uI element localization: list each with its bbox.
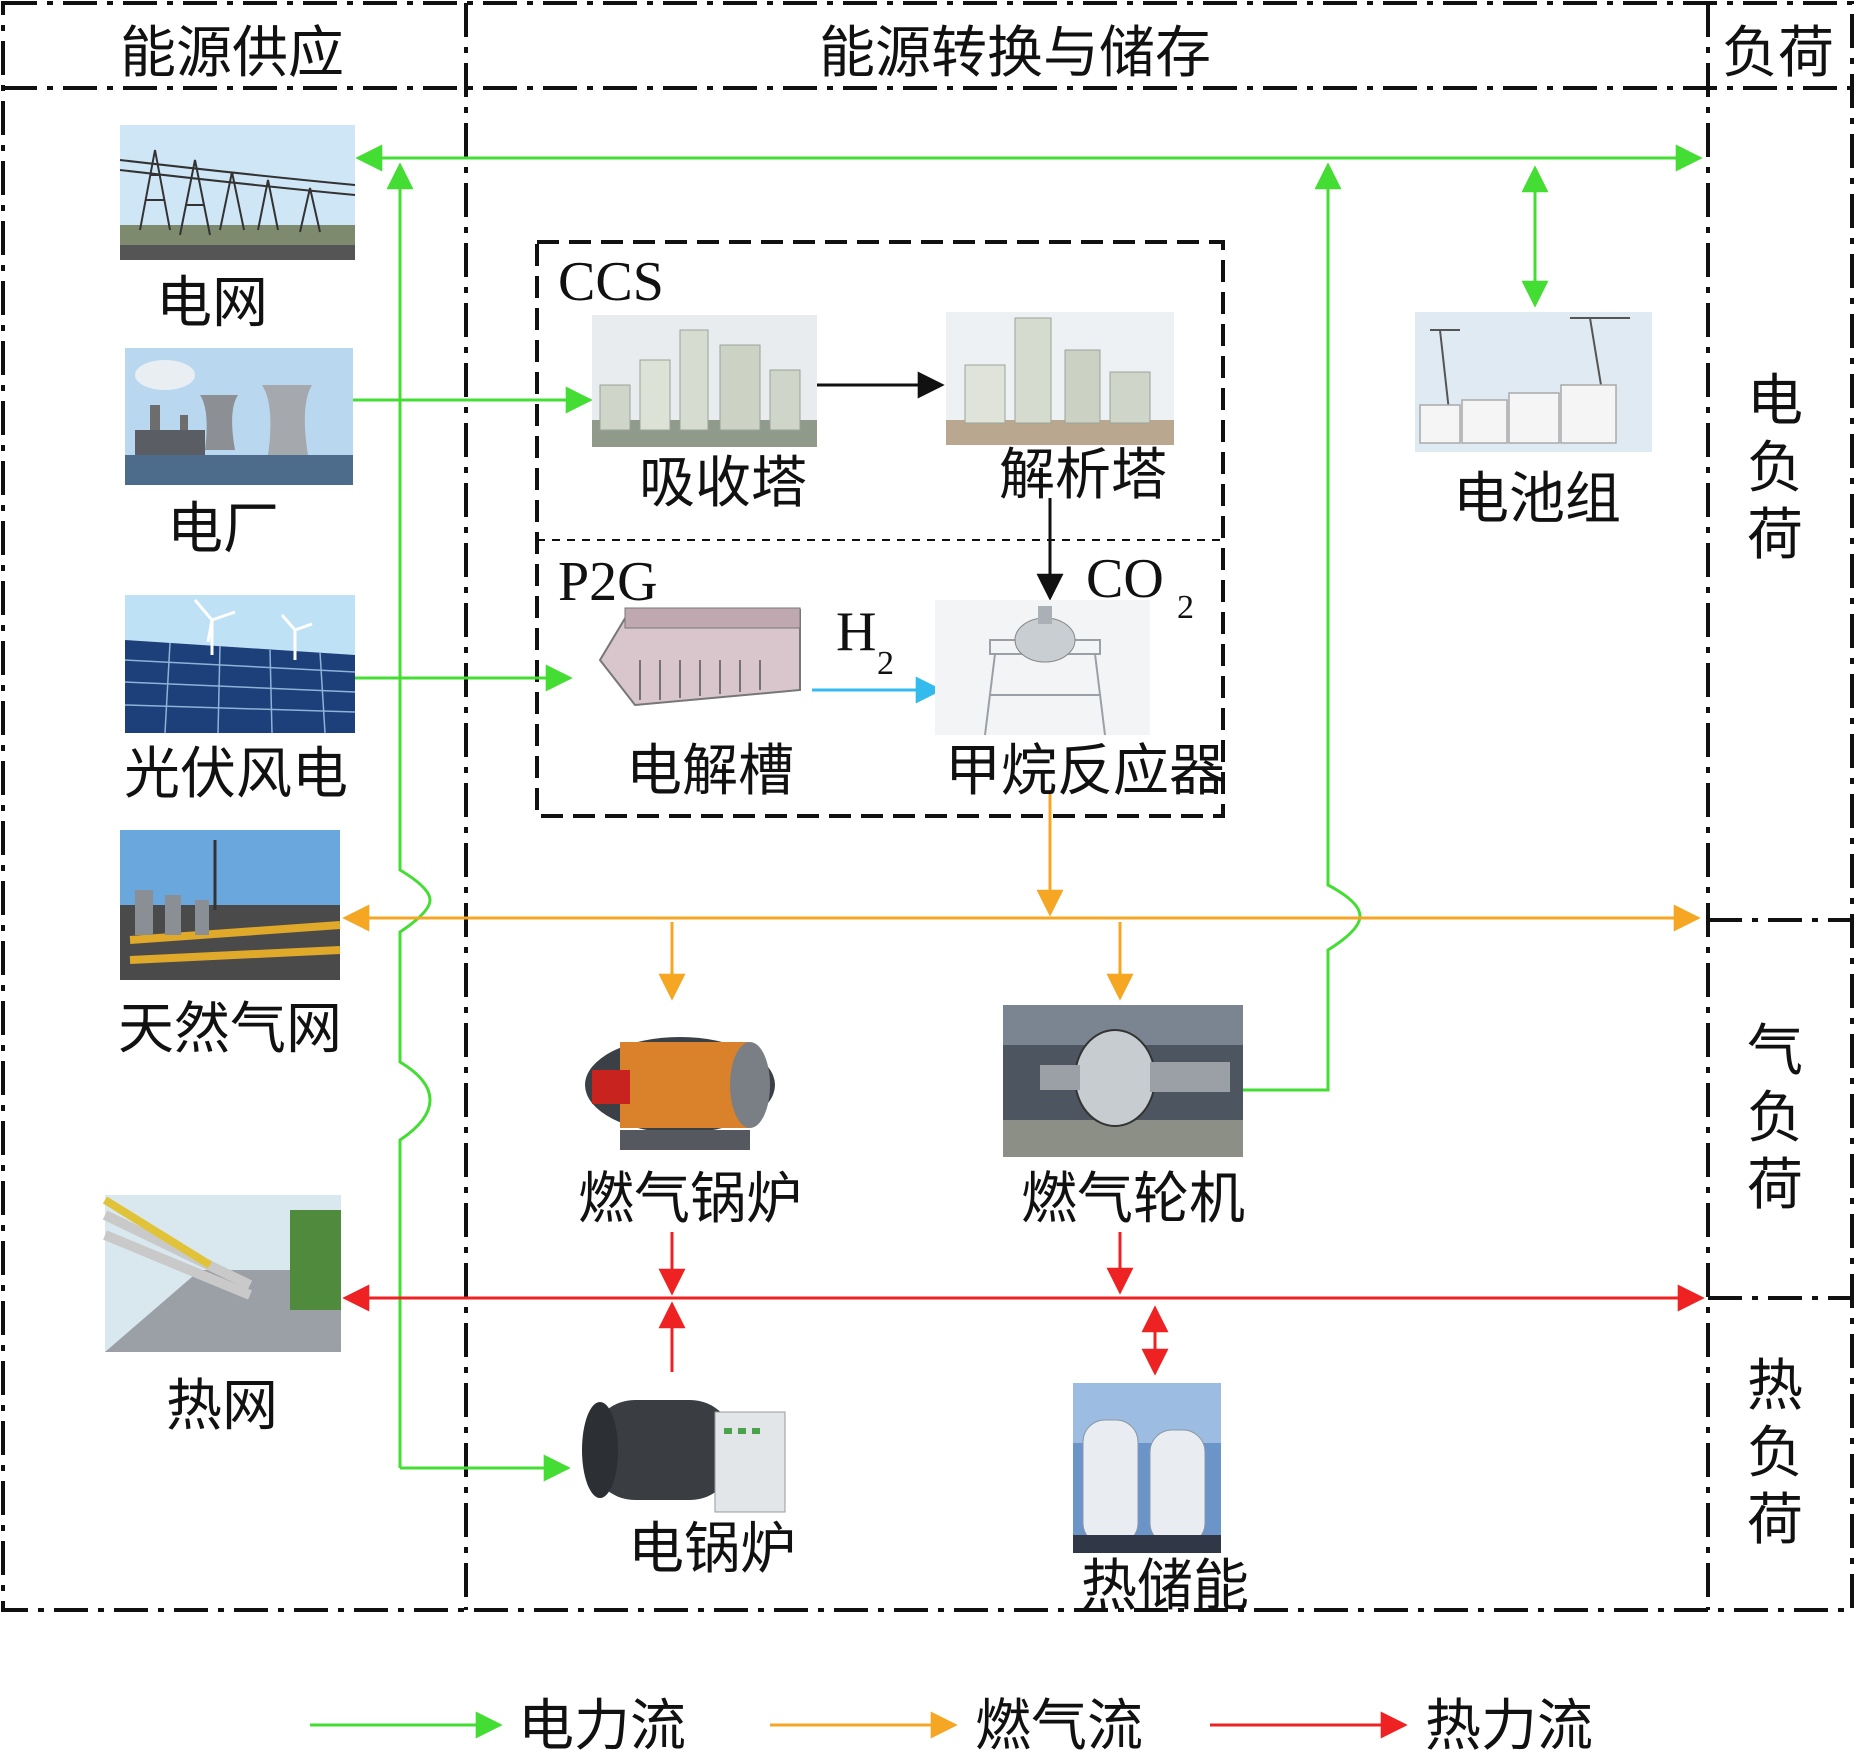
gas-load-label: 气 负 荷 [1747,1019,1803,1218]
legend-gas-label: 燃气流 [975,1694,1143,1753]
electrolyzer-image [585,595,805,720]
svg-text:荷: 荷 [1747,503,1803,568]
heat-network-image [102,1195,341,1352]
svg-text:电: 电 [1747,369,1803,434]
pv-wind-label: 光伏风电 [124,742,348,807]
heat-load-label: 热 负 荷 [1747,1354,1803,1553]
electric-boiler-label: 电锅炉 [628,1517,796,1582]
desorber-label: 解析塔 [999,443,1167,508]
load-section-title: 负荷 [1722,21,1834,86]
legend: 电力流 燃气流 热力流 [310,1694,1593,1753]
gas-boiler-image [560,1005,800,1163]
power-plant-label: 电厂 [167,497,279,562]
supply-section-title: 能源供应 [120,21,344,86]
ccs-group-label: CCS [558,251,664,313]
methanation-reactor-label: 甲烷反应器 [945,739,1225,804]
co2-flow-lines [816,371,1064,601]
svg-text:负: 负 [1747,1421,1803,1486]
co2-subscript: 2 [1177,589,1194,626]
heat-storage-label: 热储能 [1081,1554,1249,1619]
svg-text:荷: 荷 [1747,1153,1803,1218]
gas-boiler-label: 燃气锅炉 [578,1167,802,1232]
electric-boiler-image [578,1378,790,1518]
svg-text:负: 负 [1747,436,1803,501]
p2g-group-label: P2G [558,551,658,613]
legend-electric-label: 电力流 [518,1694,686,1753]
heat-flow-lines [342,1232,1705,1376]
grid-label: 电网 [156,271,268,336]
svg-text:荷: 荷 [1747,1488,1803,1553]
section-frame [1,1,1854,1612]
battery-label: 电池组 [1453,467,1621,532]
heat-network-label: 热网 [166,1374,278,1439]
svg-text:气: 气 [1747,1019,1803,1084]
heat-storage-image [1073,1383,1221,1553]
svg-text:热: 热 [1747,1354,1803,1419]
battery-image [1415,312,1652,452]
absorber-image [592,315,817,447]
electrolyzer-label: 电解槽 [626,739,794,804]
pv-wind-image [124,595,356,734]
co2-label: CO [1086,548,1164,610]
ccs-p2g-group-frame [535,240,1225,818]
absorber-label: 吸收塔 [639,451,807,516]
electric-load-label: 电 负 荷 [1747,369,1803,568]
svg-text:负: 负 [1747,1086,1803,1151]
legend-heat-label: 热力流 [1425,1694,1593,1753]
h2-subscript: 2 [877,645,894,682]
power-plant-image [125,348,353,485]
desorber-image [946,312,1174,445]
methanation-reactor-image [935,600,1150,736]
gas-network-image [120,830,341,980]
grid-image [119,125,356,260]
h2-label: H [836,601,876,663]
gas-turbine-image [1003,1005,1243,1157]
conversion-section-title: 能源转换与储存 [819,21,1211,86]
gas-flow-lines [342,790,1701,1001]
gas-network-label: 天然气网 [118,997,342,1062]
gas-turbine-label: 燃气轮机 [1021,1167,1245,1232]
